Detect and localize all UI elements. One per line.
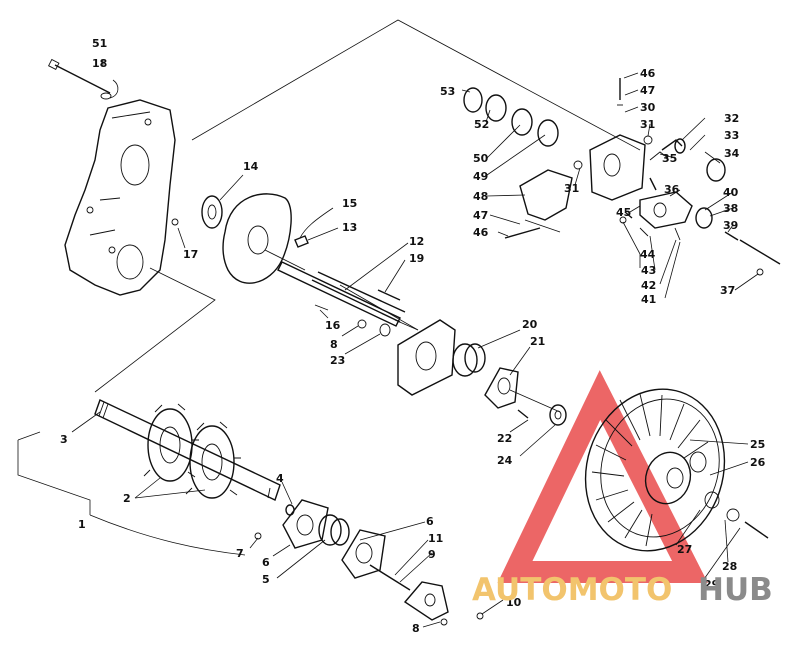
label-45: 45	[616, 206, 631, 219]
label-6b: 6	[426, 515, 434, 528]
spacer-4	[285, 504, 295, 516]
label-17: 17	[183, 248, 198, 261]
label-49: 49	[473, 170, 488, 183]
label-46b: 46	[640, 67, 656, 80]
bolt-51	[48, 58, 112, 100]
label-14: 14	[243, 160, 259, 173]
label-51: 51	[92, 37, 107, 50]
label-29: 29	[704, 578, 719, 591]
lever-36-45	[624, 177, 693, 229]
part-labels: 51 18 14 17 15 13 12 19 16 8 23 20 21 22…	[60, 37, 766, 635]
flange-6-lower-b	[341, 529, 386, 579]
plate-lower	[254, 532, 484, 626]
label-25: 25	[750, 438, 765, 451]
label-43: 43	[641, 264, 656, 277]
bearing-20	[452, 343, 486, 377]
brake-disc-15	[222, 193, 306, 284]
chaincase-housing	[64, 99, 176, 296]
label-33: 33	[724, 129, 739, 142]
washer-24	[549, 404, 567, 426]
label-26: 26	[750, 456, 766, 469]
label-48: 48	[473, 190, 488, 203]
label-5: 5	[262, 573, 270, 586]
leader-lines	[71, 60, 759, 628]
label-27: 27	[677, 543, 692, 556]
label-41: 41	[641, 293, 656, 306]
label-23: 23	[330, 354, 345, 367]
label-30: 30	[640, 101, 656, 114]
key-13	[294, 235, 329, 311]
label-47b: 47	[640, 84, 655, 97]
flange-6-lower-a	[282, 499, 329, 549]
label-31a: 31	[640, 118, 655, 131]
label-16: 16	[325, 319, 341, 332]
label-2: 2	[123, 492, 131, 505]
label-18: 18	[92, 57, 107, 70]
bracket-1	[17, 431, 246, 556]
watermark-wordmark: AUTOMOTO HUB	[472, 572, 773, 608]
driven-clutch-25	[584, 388, 769, 552]
label-13: 13	[342, 221, 357, 234]
label-6a: 6	[262, 556, 270, 569]
label-38: 38	[723, 202, 738, 215]
label-32: 32	[724, 112, 739, 125]
parts-30-35	[643, 135, 726, 182]
label-22: 22	[497, 432, 512, 445]
flange-21	[484, 367, 519, 409]
connector-lines	[94, 19, 641, 413]
label-44: 44	[640, 248, 656, 261]
label-35: 35	[662, 152, 677, 165]
label-11: 11	[428, 532, 443, 545]
label-12: 12	[409, 235, 424, 248]
label-10: 10	[506, 596, 522, 609]
label-39: 39	[723, 219, 738, 232]
caliper-body	[573, 78, 646, 201]
label-37: 37	[720, 284, 735, 297]
label-8b: 8	[412, 622, 420, 635]
label-19: 19	[409, 252, 424, 265]
label-40: 40	[723, 186, 739, 199]
label-34: 34	[724, 147, 740, 160]
label-9: 9	[428, 548, 436, 561]
watermark-word-auto: AUTOMOTO	[472, 572, 672, 608]
label-24: 24	[497, 454, 513, 467]
label-46a: 46	[473, 226, 489, 239]
label-21: 21	[530, 335, 545, 348]
label-7: 7	[236, 547, 244, 560]
label-53: 53	[440, 85, 455, 98]
label-3: 3	[60, 433, 68, 446]
track-sprocket-2a	[143, 403, 199, 482]
label-50: 50	[473, 152, 489, 165]
label-52: 52	[474, 118, 489, 131]
label-4: 4	[276, 472, 284, 485]
watermark-logo-triangle	[497, 370, 708, 583]
label-36: 36	[664, 183, 680, 196]
bearing-5	[318, 514, 350, 546]
washer-8-23	[357, 319, 391, 337]
label-15: 15	[342, 197, 357, 210]
jackshaft-12	[277, 261, 406, 327]
adjuster-37-39-40	[695, 207, 781, 276]
label-1: 1	[78, 518, 86, 531]
bearing-plate-upper	[397, 319, 456, 396]
seals-53-52-50-49	[463, 87, 559, 147]
track-sprocket-2b	[185, 421, 241, 499]
label-47a: 47	[473, 209, 488, 222]
bracket-48	[504, 169, 573, 239]
drive-shaft-3	[94, 399, 281, 501]
pins-41-44	[619, 216, 681, 241]
label-20: 20	[522, 318, 538, 331]
label-8a: 8	[330, 338, 338, 351]
label-42: 42	[641, 279, 656, 292]
label-28: 28	[722, 560, 737, 573]
sprocket-14	[171, 195, 223, 229]
watermark-word-hub: HUB	[698, 572, 773, 608]
label-31b: 31	[564, 182, 579, 195]
bolt-22	[517, 409, 529, 419]
